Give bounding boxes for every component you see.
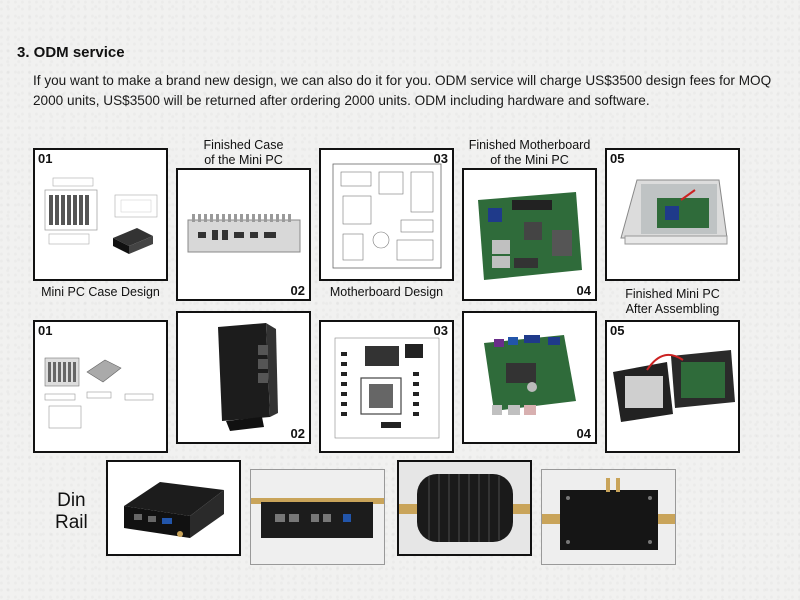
caption-finished-mini-pc-line2: After Assembling: [625, 302, 720, 316]
din-rail-label: Din Rail: [55, 490, 88, 534]
finished-case-tower-photo: 02: [176, 311, 311, 444]
section-description: If you want to make a brand new design, …: [33, 73, 772, 108]
caption-finished-motherboard-line2: of the Mini PC: [490, 153, 569, 167]
din-rail-3-illustration: [399, 462, 530, 554]
din-rail-photo-4: [541, 469, 676, 565]
step-number: 03: [433, 151, 448, 166]
din-rail-label-line1: Din: [57, 490, 86, 511]
caption-finished-case-line1: Finished Case: [203, 138, 284, 152]
step-number: 05: [610, 323, 625, 338]
finished-case-photo: 02: [176, 168, 311, 301]
motherboard-layout-drawing: 03: [319, 320, 454, 453]
din-rail-label-line2: Rail: [55, 512, 88, 533]
motherboard-design-illustration: [332, 163, 442, 269]
motherboard-top-illustration: [484, 335, 576, 415]
assembled-mini-pc-open-photo: 05: [605, 320, 740, 453]
case-design-drawing-alt: 01: [33, 320, 168, 453]
step-number: 01: [38, 323, 53, 338]
din-rail-1-illustration: [124, 482, 224, 538]
finished-case-illustration: [187, 214, 301, 253]
assembled-mini-pc-open-illustration: [613, 350, 735, 422]
finished-case-tower-illustration: [218, 323, 278, 431]
case-design-drawing: 01: [33, 148, 168, 281]
section-heading: 3. ODM service: [17, 44, 125, 61]
motherboard-top-photo: 04: [462, 311, 597, 444]
caption-finished-mini-pc-line1: Finished Mini PC: [625, 287, 720, 301]
caption-motherboard-design: Motherboard Design: [329, 285, 444, 299]
case-design-alt-illustration: [44, 357, 154, 429]
step-number: 04: [576, 283, 591, 298]
din-rail-4-illustration: [542, 470, 675, 564]
motherboard-design-drawing: 03: [319, 148, 454, 281]
din-rail-2-illustration: [251, 470, 384, 564]
assembled-mini-pc-photo: 05: [605, 148, 740, 281]
step-number: 05: [610, 151, 625, 166]
caption-finished-case-line2: of the Mini PC: [204, 153, 283, 167]
caption-finished-motherboard-line1: Finished Motherboard: [468, 138, 591, 152]
motherboard-layout-illustration: [334, 337, 440, 439]
case-design-illustration: [44, 177, 158, 254]
step-number: 01: [38, 151, 53, 166]
din-rail-photo-1: [106, 460, 241, 556]
step-number: 02: [290, 426, 305, 441]
caption-case-design: Mini PC Case Design: [41, 285, 160, 299]
step-number: 03: [433, 323, 448, 338]
finished-motherboard-illustration: [478, 192, 582, 280]
din-rail-photo-2: [250, 469, 385, 565]
din-rail-photo-3: [397, 460, 532, 556]
assembled-mini-pc-illustration: [620, 179, 728, 245]
finished-motherboard-photo: 04: [462, 168, 597, 301]
step-number: 04: [576, 426, 591, 441]
step-number: 02: [290, 283, 305, 298]
